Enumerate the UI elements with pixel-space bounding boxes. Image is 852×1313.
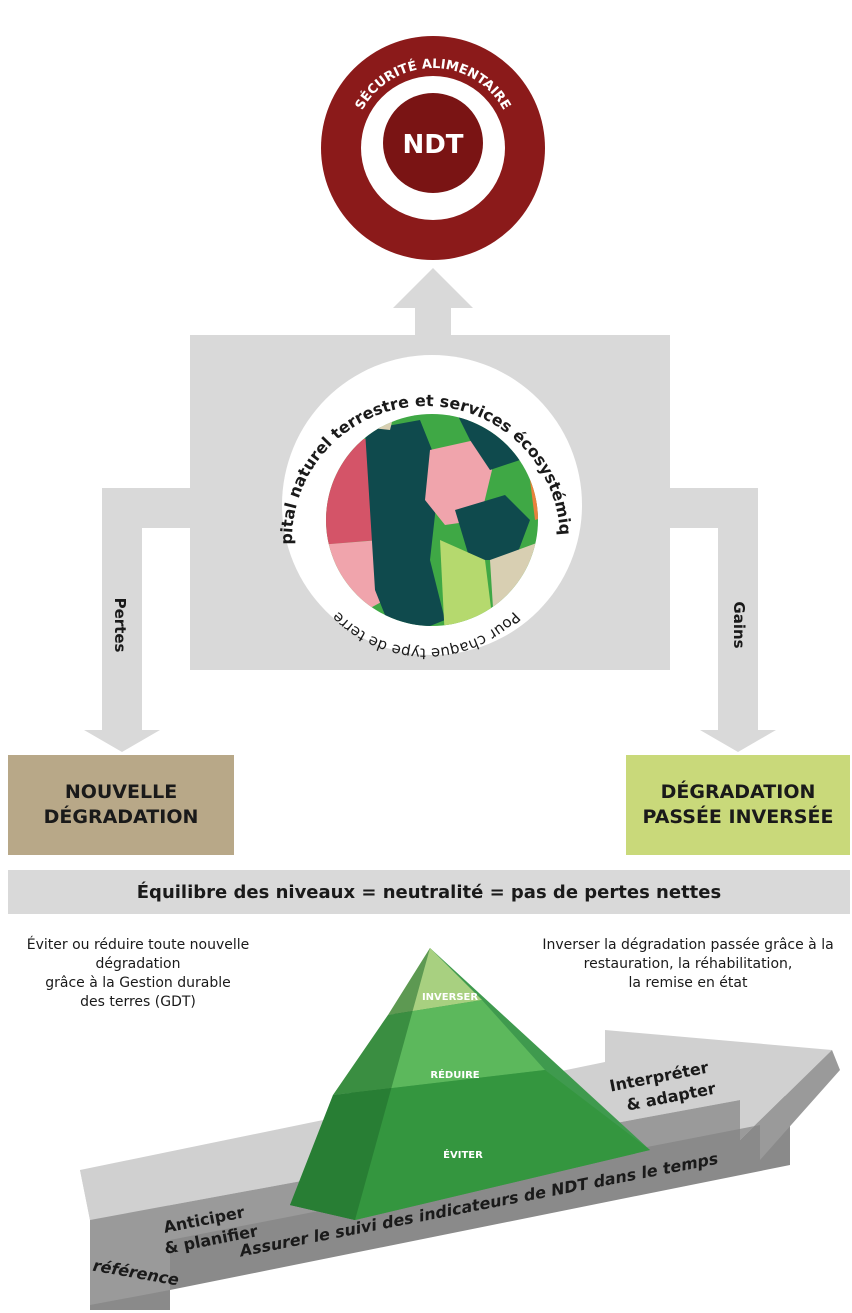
right-note: Inverser la dégradation passée grâce à l… xyxy=(542,937,834,991)
new-degradation-label: NOUVELLE DÉGRADATION xyxy=(43,781,199,828)
balance-text: Équilibre des niveaux = neutralité = pas… xyxy=(136,881,722,903)
pyramid-top-label: INVERSER xyxy=(422,992,478,1003)
up-arrow xyxy=(393,268,473,335)
reversed-degradation-label: DÉGRADATION PASSÉE INVERSÉE xyxy=(642,781,834,828)
gains-label: Gains xyxy=(730,601,748,648)
pyramid-bottom-label: ÉVITER xyxy=(443,1148,483,1161)
left-note: Éviter ou réduire toute nouvelle dégrada… xyxy=(26,937,250,1010)
balance-bar: Équilibre des niveaux = neutralité = pas… xyxy=(8,870,850,914)
pyramid: INVERSER RÉDUIRE ÉVITER xyxy=(290,948,650,1220)
gains-arrow-shape xyxy=(670,488,776,752)
gains-arrow: Gains xyxy=(670,488,776,752)
ndt-ring: NDT SÉCURITÉ ALIMENTAIRE ÉCOSYSTÈMES SAI… xyxy=(281,36,581,265)
ndt-center xyxy=(383,93,483,193)
reversed-degradation-box: DÉGRADATION PASSÉE INVERSÉE xyxy=(626,755,850,855)
ndt-label: NDT xyxy=(402,130,463,160)
losses-arrow: Pertes xyxy=(84,488,190,752)
new-degradation-box: NOUVELLE DÉGRADATION xyxy=(8,755,234,855)
losses-arrow-shape xyxy=(84,488,190,752)
losses-label: Pertes xyxy=(111,598,129,653)
pyramid-middle-label: RÉDUIRE xyxy=(430,1068,479,1081)
